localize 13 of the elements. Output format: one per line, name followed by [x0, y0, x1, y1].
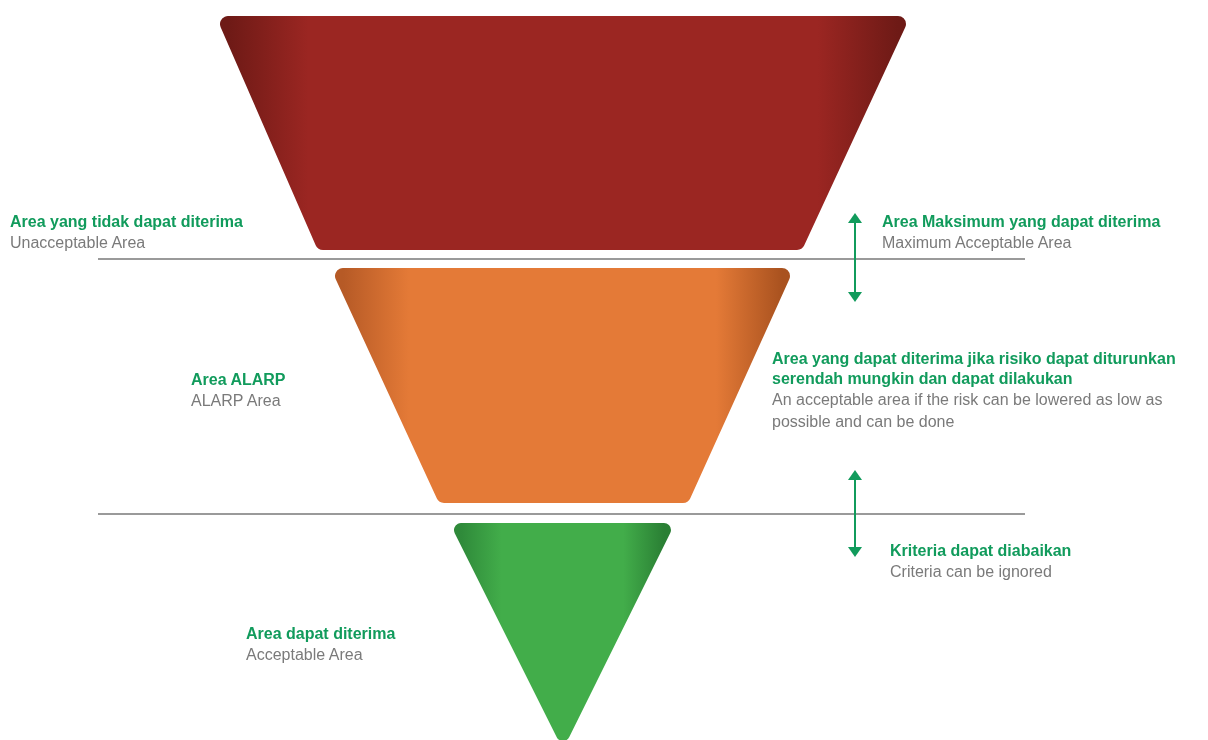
heading-text: Area dapat diterima — [246, 624, 397, 644]
caption-text: Acceptable Area — [246, 645, 364, 665]
caption-text: An acceptable area if the risk can be lowered as low as possible and can be done — [772, 390, 1164, 432]
heading-text: Area Maksimum yang dapat diterima — [882, 212, 1162, 232]
heading-text: Area ALARP — [191, 370, 287, 390]
heading-text: Kriteria dapat diabaikan — [890, 541, 1073, 561]
caption-text: Unacceptable Area — [10, 233, 147, 253]
acceptable-funnel-segment — [454, 523, 671, 740]
heading-text: Area yang tidak dapat diterima — [10, 212, 244, 232]
heading-text: Area yang dapat diterima jika risiko dapat diturunkan serendah mungkin dan dapat dilakukan — [772, 349, 1177, 389]
caption-text: Maximum Acceptable Area — [882, 233, 1073, 253]
caption-text: ALARP Area — [191, 391, 282, 411]
caption-text: Criteria can be ignored — [890, 562, 1053, 582]
